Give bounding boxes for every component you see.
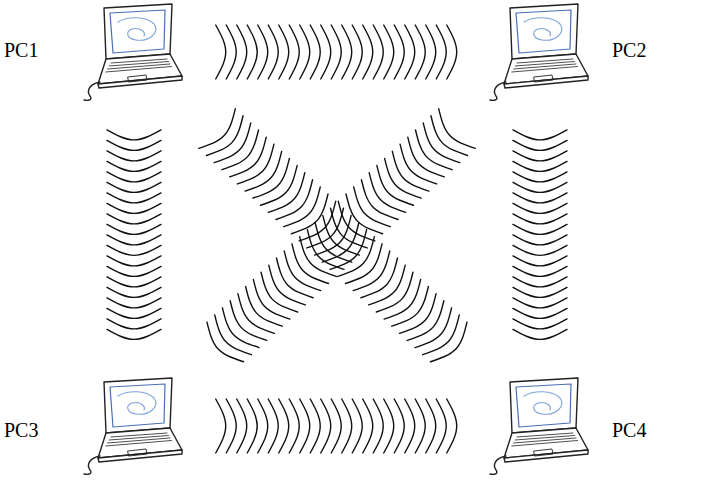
wireless-link: [216, 399, 457, 453]
laptop-icon: [490, 2, 590, 102]
wireless-link: [513, 130, 567, 340]
laptop-node: PC1: [4, 2, 186, 102]
pc-label: PC3: [4, 420, 38, 440]
wireless-link: [207, 109, 475, 362]
laptop-icon: [490, 376, 590, 476]
pc-label: PC4: [612, 420, 646, 440]
pc-label: PC1: [4, 40, 38, 60]
laptop-node: PC2: [490, 2, 670, 102]
wireless-link: [107, 130, 161, 340]
wireless-link: [216, 25, 457, 79]
laptop-node: PC4: [490, 372, 670, 478]
pc-label: PC2: [612, 40, 646, 60]
laptop-icon: [84, 2, 184, 102]
laptop-icon: [84, 376, 184, 476]
laptop-node: PC3: [4, 372, 186, 478]
